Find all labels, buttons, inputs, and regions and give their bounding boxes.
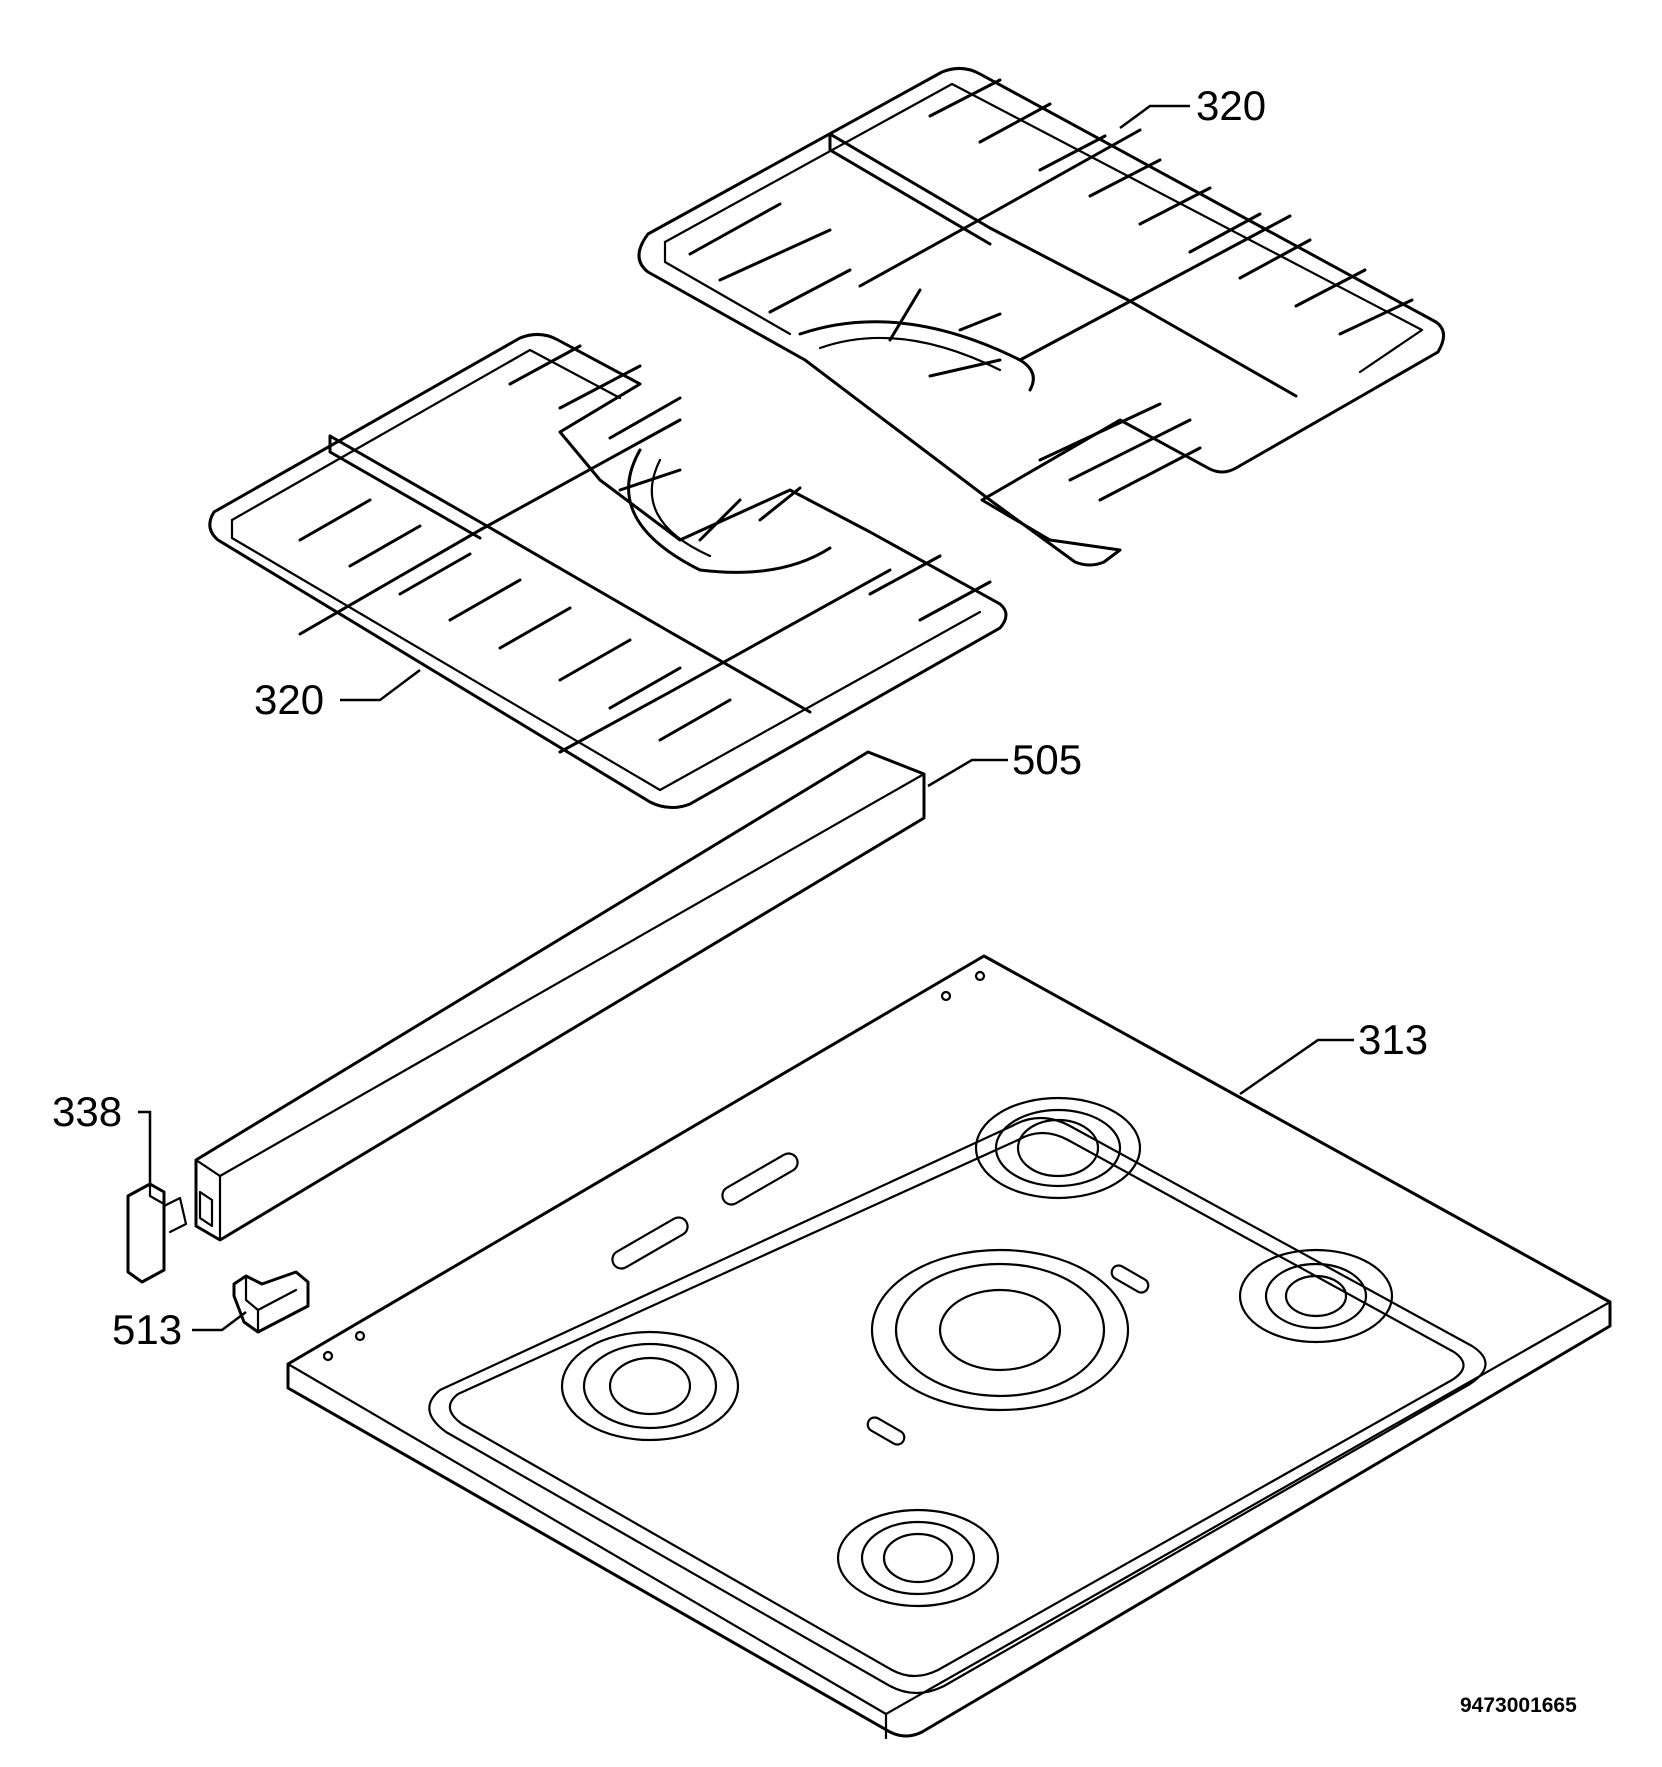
- hob-top-plate: [286, 954, 1612, 1740]
- callout-513: 513: [112, 1306, 182, 1353]
- mounting-bracket: [232, 1270, 310, 1334]
- pan-support-grid-left: [208, 333, 1008, 809]
- front-trim-strip: [194, 750, 926, 1242]
- burner-well-front: [836, 1508, 1000, 1608]
- leader-lines: [138, 104, 1354, 1332]
- callout-313: 313: [1358, 1016, 1428, 1063]
- callout-320-top: 320: [1196, 82, 1266, 129]
- callout-320-left: 320: [254, 676, 324, 723]
- end-cap: [126, 1182, 188, 1284]
- callout-505: 505: [1012, 736, 1082, 783]
- burner-well-right: [1238, 1248, 1394, 1344]
- burner-well-rear-right: [974, 1096, 1142, 1200]
- callout-338: 338: [52, 1088, 122, 1135]
- drawing-number: 9473001665: [1460, 1694, 1577, 1717]
- pan-support-grid-top: [637, 67, 1445, 567]
- burner-well-left: [560, 1330, 740, 1442]
- burner-well-large-center: [870, 1248, 1130, 1412]
